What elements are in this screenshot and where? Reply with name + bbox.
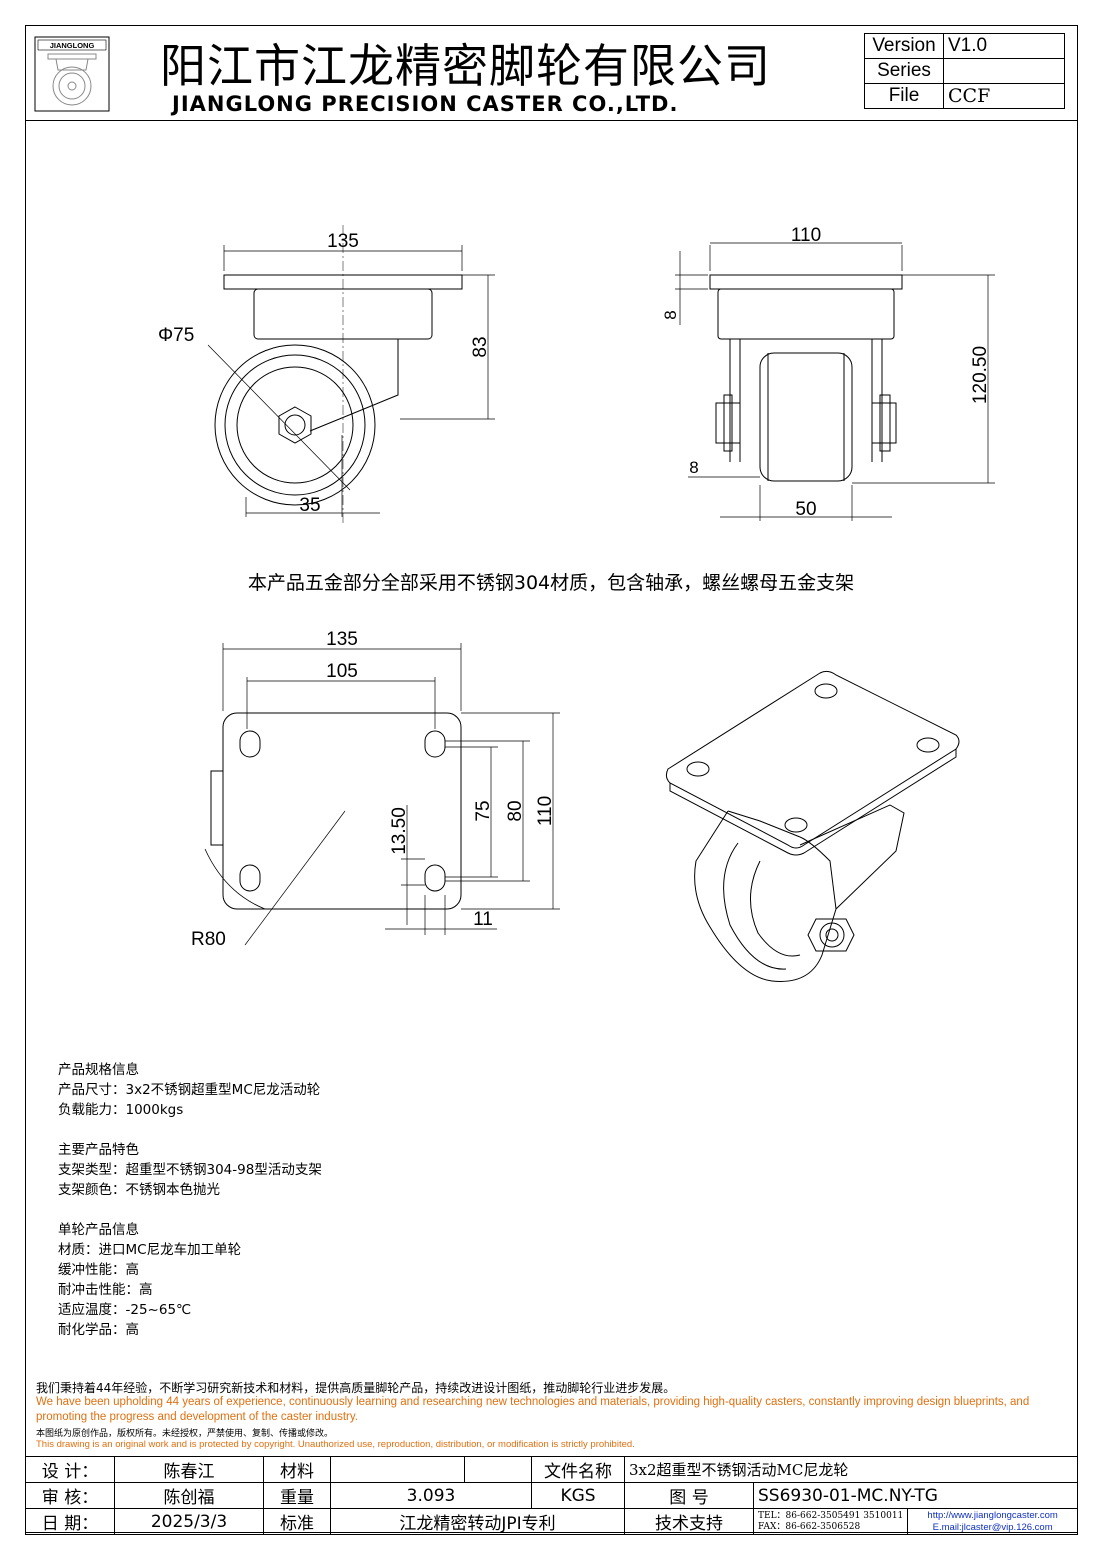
filename-value: 3x2超重型不锈钢活动MC尼龙轮 — [624, 1456, 1078, 1483]
swivel-radius-label: R80 — [191, 929, 226, 950]
drawing-number: SS6930-01-MC.NY-TG — [753, 1482, 1078, 1509]
file-value: CCF — [943, 83, 1065, 109]
spec-group-1-title: 产品规格信息 — [58, 1062, 139, 1078]
contact-phone: TEL：86-662-3505491 3510011 FAX：86-662-35… — [752, 1508, 909, 1535]
top-view-drawing: 135 105 110 80 75 13.50 11 R80 — [191, 629, 560, 950]
spec-group-3-title: 单轮产品信息 — [58, 1222, 139, 1238]
top-slot-label: 11 — [473, 909, 493, 930]
isometric-view-drawing — [665, 670, 960, 982]
drawing-no-label: 图 号 — [624, 1482, 754, 1509]
designer-name: 陈春江 — [114, 1456, 264, 1483]
company-name-cn: 阳江市江龙精密脚轮有限公司 — [160, 39, 771, 93]
filename-label: 文件名称 — [531, 1456, 625, 1483]
spec-product-size: 产品尺寸：3x2不锈钢超重型MC尼龙活动轮 — [58, 1082, 321, 1098]
wheel-diameter-label: Φ75 — [158, 325, 194, 346]
version-label: Version — [864, 33, 944, 59]
material-label: 材料 — [263, 1456, 331, 1483]
top-outer-label: 135 — [326, 629, 358, 650]
wheel-width-label: 50 — [795, 499, 816, 520]
reviewer-name: 陈创福 — [114, 1482, 264, 1509]
review-label: 审 核： — [25, 1482, 115, 1509]
spec-group-1: 产品规格信息 产品尺寸：3x2不锈钢超重型MC尼龙活动轮 负载能力：1000kg… — [58, 1060, 320, 1120]
side-height-label: 83 — [470, 336, 491, 357]
series-label: Series — [864, 58, 944, 84]
spec-bracket-color: 支架颜色：不锈钢本色抛光 — [58, 1182, 220, 1198]
header-divider — [25, 120, 1078, 121]
copyright-cn: 本图纸为原创作品，版权所有。未经授权，严禁使用、复制、传播或修改。 — [36, 1429, 334, 1439]
date-label: 日 期： — [25, 1508, 115, 1535]
spec-load-capacity: 负载能力：1000kgs — [58, 1102, 184, 1118]
logo-text: JIANGLONG — [50, 41, 95, 50]
spec-group-2-title: 主要产品特色 — [58, 1142, 139, 1158]
website-link[interactable]: http://www.jianglongcaster.com — [927, 1509, 1058, 1521]
spec-bracket-type: 支架类型：超重型不锈钢304-98型活动支架 — [58, 1162, 322, 1178]
spec-group-3: 单轮产品信息 材质：进口MC尼龙车加工单轮 缓冲性能：高 耐冲击性能：高 适应温… — [58, 1220, 241, 1340]
statement-cn: 我们秉持着44年经验，不断学习研究新技术和材料，提供高质量脚轮产品，持续改进设计… — [36, 1381, 676, 1395]
file-label: File — [864, 83, 944, 109]
front-width-label: 110 — [791, 225, 821, 246]
fax-number: FAX：86-662-3506528 — [758, 1521, 861, 1532]
bracket-thickness-label: 8 — [689, 458, 698, 477]
offset-label: 35 — [299, 495, 320, 516]
material-value — [330, 1456, 465, 1483]
top-edge-label: 13.50 — [389, 807, 410, 855]
standard-value: 江龙精密转动JPI专利 — [330, 1508, 625, 1535]
version-value: V1.0 — [943, 33, 1065, 59]
company-logo: JIANGLONG — [34, 36, 110, 112]
front-view-drawing: 110 8 120.50 8 50 — [661, 225, 995, 521]
email-link[interactable]: E.mail:jlcaster@vip.126.com — [932, 1521, 1053, 1533]
spec-temperature: 适应温度：-25~65℃ — [58, 1302, 192, 1318]
top-height-label: 110 — [535, 796, 556, 826]
plate-thickness-label: 8 — [661, 310, 680, 319]
spec-cushioning: 缓冲性能：高 — [58, 1262, 139, 1278]
company-name-en: JIANGLONG PRECISION CASTER CO.,LTD. — [172, 92, 679, 116]
series-value — [943, 58, 1065, 84]
top-holes-y2-label: 75 — [473, 800, 494, 821]
top-holes-y1-label: 80 — [505, 800, 526, 821]
standard-label: 标准 — [263, 1508, 331, 1535]
weight-unit: KGS — [531, 1482, 625, 1509]
total-height-label: 120.50 — [970, 346, 991, 404]
design-label: 设 计： — [25, 1456, 115, 1483]
copyright-en: This drawing is an original work and is … — [36, 1439, 635, 1450]
tel-number: TEL：86-662-3505491 3510011 — [758, 1510, 904, 1521]
statement-en: We have been upholding 44 years of exper… — [36, 1396, 1030, 1423]
side-width-label: 135 — [327, 231, 359, 252]
weight-value: 3.093 — [330, 1482, 532, 1509]
date-value: 2025/3/3 — [114, 1508, 264, 1535]
spec-impact-resistance: 耐冲击性能：高 — [58, 1282, 153, 1298]
material-note: 本产品五金部分全部采用不锈钢304材质，包含轴承，螺丝螺母五金支架 — [247, 572, 855, 594]
top-holes-x-label: 105 — [326, 661, 358, 682]
contact-web: http://www.jianglongcaster.com E.mail:jl… — [907, 1508, 1078, 1535]
title-block: 设 计： 陈春江 材料 文件名称 3x2超重型不锈钢活动MC尼龙轮 审 核： 陈… — [25, 1456, 1078, 1535]
weight-label: 重量 — [263, 1482, 331, 1509]
spec-group-2: 主要产品特色 支架类型：超重型不锈钢304-98型活动支架 支架颜色：不锈钢本色… — [58, 1140, 322, 1200]
support-label: 技术支持 — [624, 1508, 754, 1535]
spec-chemical-resistance: 耐化学品：高 — [58, 1322, 139, 1338]
spec-wheel-material: 材质：进口MC尼龙车加工单轮 — [58, 1242, 242, 1258]
side-view-drawing: 135 83 Φ75 35 — [158, 225, 495, 525]
